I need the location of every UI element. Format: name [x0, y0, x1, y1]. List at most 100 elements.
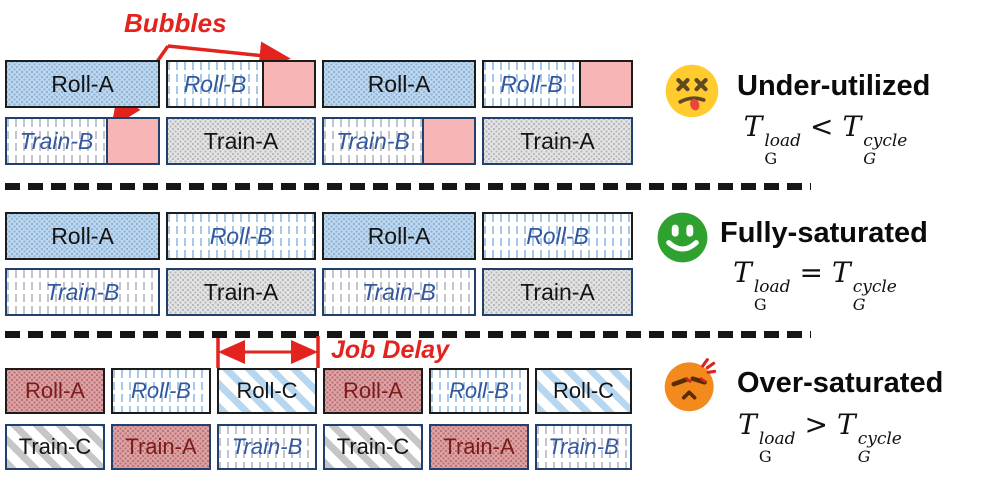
job-box-fill: Train-C [7, 426, 103, 468]
smiling-face-icon [657, 212, 708, 263]
job-box-fill: Roll-A [324, 62, 474, 106]
job-box-roll-a: Roll-A [323, 368, 423, 414]
dizzy-face-icon [665, 64, 719, 118]
job-box-fill: Train-C [325, 426, 421, 468]
job-box-roll-c: Roll-C [217, 368, 317, 414]
job-box-train-b: Train-B [5, 268, 160, 316]
job-box-fill: Train-A [484, 119, 631, 163]
job-box-fill: Train-B [537, 426, 630, 468]
job-box-fill: Roll-C [537, 370, 630, 412]
job-box-label: Train-C [18, 434, 92, 459]
job-box-label: Train-B [19, 127, 94, 154]
job-box-roll-b: Roll-B [111, 368, 211, 414]
job-box-train-b: Train-B [322, 268, 476, 316]
roll-row: Roll-A Roll-B Roll-A Roll-B [5, 212, 633, 260]
train-row: Train-B Train-A Train-B Train-A [5, 268, 633, 316]
bubble-gap [262, 62, 314, 106]
job-box-roll-a: Roll-A [5, 212, 160, 260]
job-box-fill: Train-B [324, 270, 474, 314]
job-box-label: Roll-A [343, 378, 403, 403]
status-title-over-saturated: Over-saturated [737, 367, 944, 399]
status-title-fully-saturated: Fully-saturated [720, 217, 928, 249]
job-box-fill: Roll-A [325, 370, 421, 412]
job-box-label: Train-B [231, 434, 303, 459]
job-box-fill: Train-B [7, 119, 106, 163]
section-divider [5, 183, 811, 190]
bubble-gap [579, 62, 631, 106]
job-box-fill: Roll-B [484, 214, 631, 258]
job-box-fill: Train-B [7, 270, 158, 314]
job-box-fill: Roll-B [431, 370, 527, 412]
job-box-fill: Train-A [431, 426, 527, 468]
roll-row: Roll-A Roll-B Roll-C Roll-A Roll-B Roll-C [5, 368, 632, 414]
job-box-label: Train-B [548, 434, 619, 459]
bubble-gap [422, 119, 474, 163]
job-box-label: Train-A [443, 434, 515, 459]
job-box-label: Train-B [45, 278, 120, 305]
job-box-label: Roll-B [526, 222, 589, 249]
job-box-label: Train-A [520, 127, 595, 154]
job-box-label: Train-B [336, 127, 410, 154]
job-box-train-c: Train-C [323, 424, 423, 470]
bubble-gap [106, 119, 158, 163]
job-box-train-b: Train-B [5, 117, 160, 165]
job-box-train-a: Train-A [111, 424, 211, 470]
job-box-roll-a: Roll-A [322, 212, 476, 260]
job-box-fill: Roll-B [168, 62, 262, 106]
train-row: Train-B Train-A Train-B Train-A [5, 117, 633, 165]
angry-face-icon [664, 358, 717, 412]
job-box-label: Train-A [203, 127, 279, 154]
job-box-train-a: Train-A [482, 268, 633, 316]
job-box-label: Roll-B [449, 378, 509, 403]
job-box-fill: Roll-C [219, 370, 315, 412]
job-box-fill: Roll-A [7, 214, 158, 258]
job-box-roll-a: Roll-A [5, 368, 105, 414]
job-box-roll-b: Roll-B [166, 60, 316, 108]
job-box-roll-b: Roll-B [482, 212, 633, 260]
job-box-label: Roll-C [236, 378, 298, 403]
job-box-train-b: Train-B [535, 424, 632, 470]
bubbles-annotation: Bubbles [124, 8, 227, 38]
job-box-fill: Roll-A [7, 62, 158, 106]
job-box-fill: Train-A [113, 426, 209, 468]
job-box-label: Train-C [336, 434, 410, 459]
job-box-train-a: Train-A [482, 117, 633, 165]
job-box-roll-b: Roll-B [482, 60, 633, 108]
job-box-label: Roll-B [131, 378, 191, 403]
job-delay-annotation: Job Delay [331, 336, 450, 364]
job-box-label: Train-A [125, 434, 197, 459]
job-box-label: Roll-A [51, 222, 114, 249]
job-box-fill: Train-B [324, 119, 422, 163]
job-box-label: Roll-B [500, 70, 563, 97]
job-box-label: Train-B [362, 278, 436, 305]
train-row: Train-C Train-A Train-B Train-C Train-A Train… [5, 424, 632, 470]
job-box-fill: Train-A [484, 270, 631, 314]
job-box-train-b: Train-B [322, 117, 476, 165]
job-box-fill: Train-B [219, 426, 315, 468]
job-box-train-c: Train-C [5, 424, 105, 470]
job-box-roll-a: Roll-A [322, 60, 476, 108]
job-box-fill: Roll-B [168, 214, 314, 258]
job-box-label: Roll-A [25, 378, 85, 403]
job-box-label: Train-A [203, 278, 279, 305]
job-box-label: Roll-A [367, 222, 431, 249]
job-box-label: Train-A [520, 278, 595, 305]
job-box-label: Roll-A [51, 70, 114, 97]
job-box-label: Roll-A [367, 70, 431, 97]
status-title-under-utilized: Under-utilized [737, 70, 931, 102]
job-box-fill: Roll-A [7, 370, 103, 412]
job-box-label: Roll-B [183, 70, 247, 97]
roll-row: Roll-A Roll-B Roll-A Roll-B [5, 60, 633, 108]
job-box-fill: Train-A [168, 270, 314, 314]
job-box-fill: Train-A [168, 119, 314, 163]
